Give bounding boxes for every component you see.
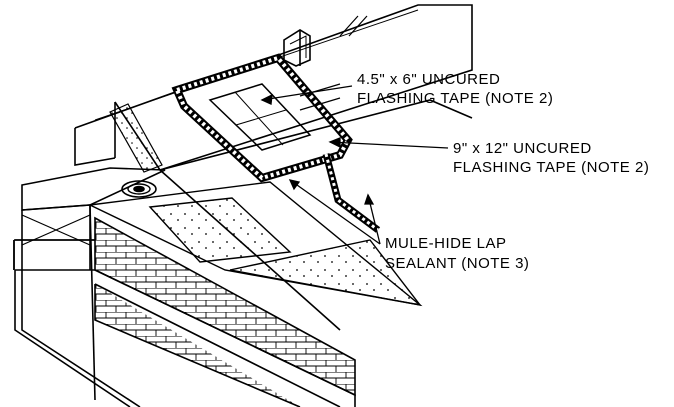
sealant-pad-right bbox=[229, 239, 422, 307]
callout-large-tape-line1: 9" x 12" UNCURED bbox=[453, 140, 592, 157]
callout-large-tape-line2: FLASHING TAPE (NOTE 2) bbox=[453, 159, 649, 176]
deck-surface bbox=[159, 99, 473, 171]
callout-large-tape: 9" x 12" UNCURED FLASHING TAPE (NOTE 2) bbox=[453, 140, 649, 176]
large-flashing-tape bbox=[171, 53, 381, 233]
drain-icon bbox=[121, 180, 157, 198]
callout-small-tape-line2: FLASHING TAPE (NOTE 2) bbox=[357, 90, 553, 107]
leader-lines bbox=[260, 85, 449, 245]
callout-sealant: MULE-HIDE LAP SEALANT (NOTE 3) bbox=[385, 235, 529, 272]
upper-roof-panel bbox=[74, 4, 473, 171]
callout-small-tape: 4.5" x 6" UNCURED FLASHING TAPE (NOTE 2) bbox=[357, 71, 553, 107]
callout-sealant-line1: MULE-HIDE LAP bbox=[385, 235, 507, 252]
sealant-pad-left bbox=[148, 197, 292, 263]
base-block bbox=[21, 167, 166, 211]
callout-small-tape-line1: 4.5" x 6" UNCURED bbox=[357, 71, 500, 88]
mastic-strip bbox=[109, 103, 163, 173]
small-flashing-tape bbox=[208, 83, 341, 151]
callout-sealant-line2: SEALANT (NOTE 3) bbox=[385, 255, 529, 272]
